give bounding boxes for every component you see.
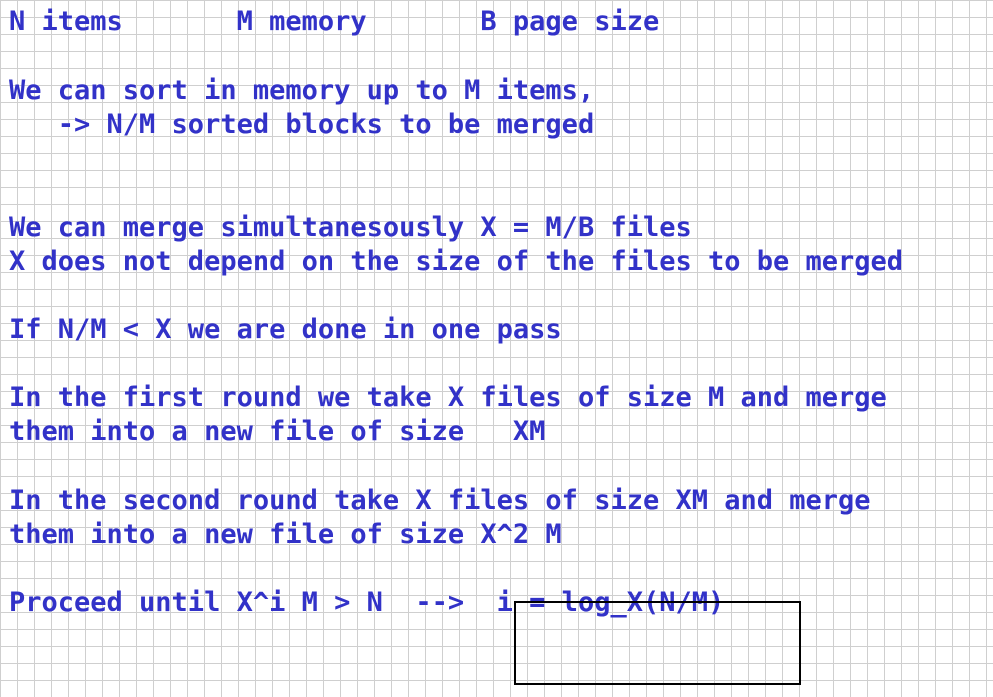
one-pass-line: If N/M < X we are done in one pass (9, 314, 562, 345)
sort-memory-line: We can sort in memory up to M items, (9, 75, 595, 106)
definitions-line: N items M memory B page size (9, 6, 660, 37)
first-round-line-1: In the first round we take X files of si… (9, 382, 887, 413)
second-round-line-1: In the second round take X files of size… (9, 485, 871, 516)
highlight-box (514, 601, 801, 685)
x-independent-line: X does not depend on the size of the fil… (9, 246, 904, 277)
merge-files-line: We can merge simultanesously X = M/B fil… (9, 212, 692, 243)
first-round-line-2: them into a new file of size XM (9, 416, 546, 447)
second-round-line-2: them into a new file of size X^2 M (9, 519, 562, 550)
sorted-blocks-line: -> N/M sorted blocks to be merged (9, 109, 595, 140)
